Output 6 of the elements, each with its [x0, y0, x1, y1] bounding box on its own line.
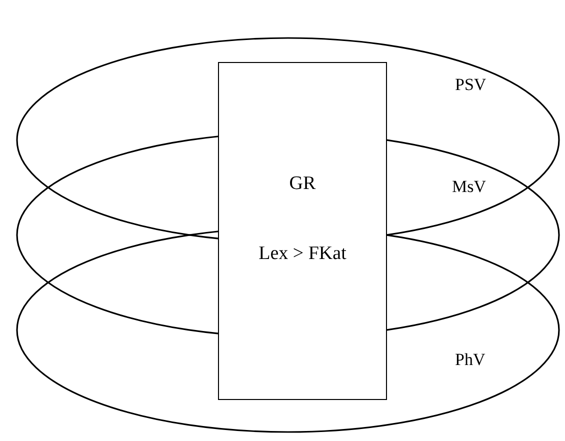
rectangle-box	[218, 62, 387, 400]
box-heading: GR	[289, 173, 316, 194]
set-label: PSV	[455, 75, 486, 95]
set-label: MsV	[452, 177, 486, 197]
set-label: PhV	[455, 350, 486, 370]
box-text: Lex > FKat	[258, 243, 346, 264]
